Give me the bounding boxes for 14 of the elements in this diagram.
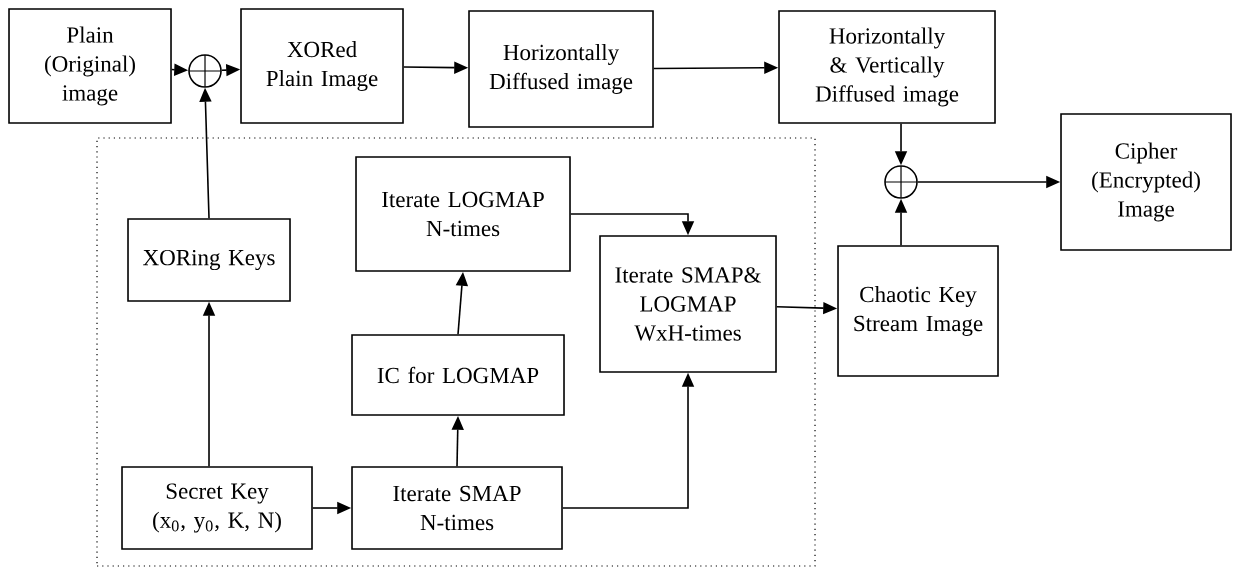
process-box: Plain (Original) image — [8, 8, 172, 124]
xor-symbol — [188, 54, 222, 88]
process-box: XORing Keys — [127, 218, 291, 302]
process-box: Iterate LOGMAP N-times — [355, 156, 571, 272]
process-box: Secret Key (x$_{0}$, y$_{0}$, K, N) — [121, 466, 313, 550]
process-box: Cipher (Encrypted) Image — [1060, 113, 1232, 251]
process-box: IC for LOGMAP — [351, 334, 565, 416]
process-box: Chaotic Key Stream Image — [837, 245, 999, 377]
process-box: Horizontally Diffused image — [468, 10, 654, 128]
process-box: Iterate SMAP N-times — [351, 466, 563, 550]
process-box: Iterate SMAP& LOGMAP WxH-times — [599, 235, 777, 373]
process-box: XORed Plain Image — [240, 8, 404, 124]
process-box: Horizontally & Vertically Diffused image — [778, 10, 996, 124]
xor-symbol — [884, 165, 918, 199]
